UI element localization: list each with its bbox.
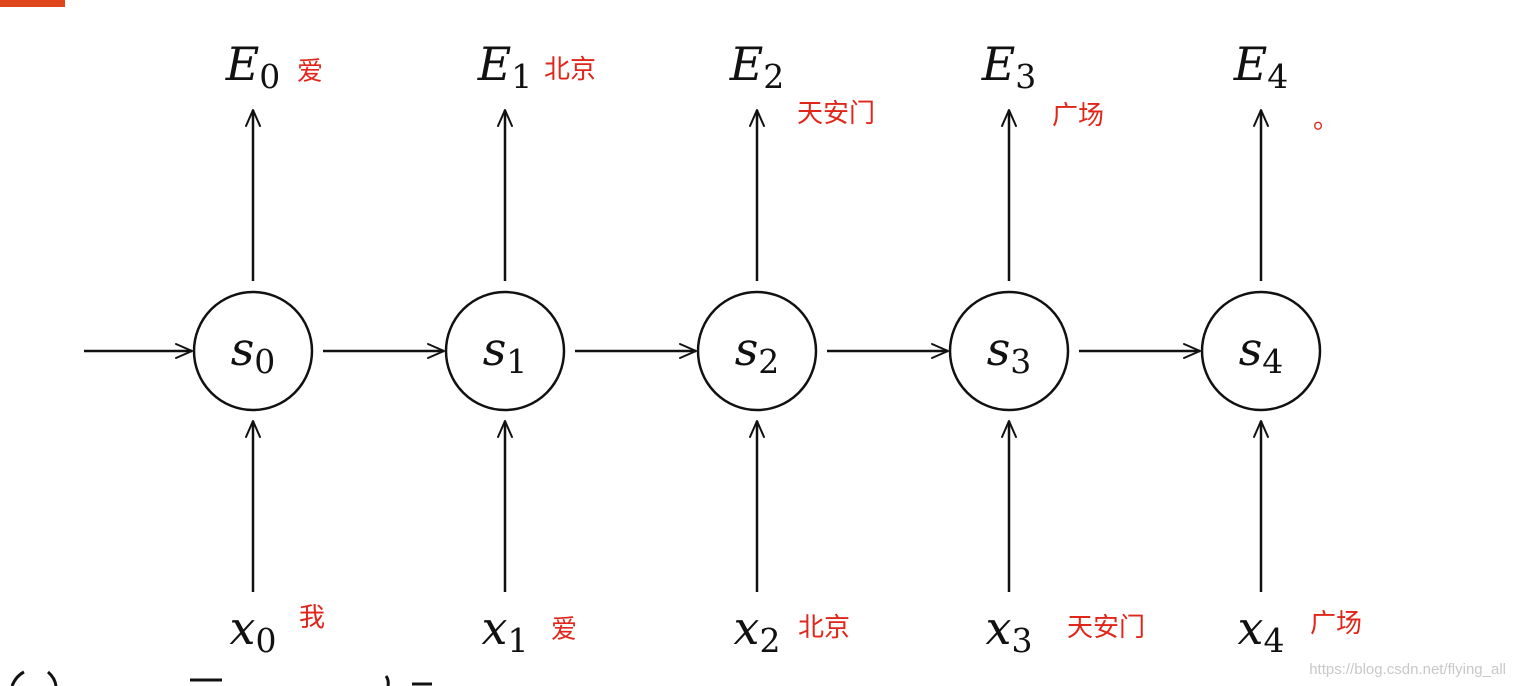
input-annotation-1: 爱 xyxy=(551,615,577,645)
output-annotation-1: 北京 xyxy=(544,55,596,85)
state-label-0-letter: s xyxy=(231,322,255,376)
accent-bar xyxy=(0,0,65,7)
output-annotation-2: 天安门 xyxy=(797,99,875,129)
input-label-0-letter: x xyxy=(230,601,256,655)
state-label-3: s3 xyxy=(987,322,1032,381)
state-node-2 xyxy=(696,290,818,412)
state-label-1-letter: s xyxy=(483,322,507,376)
state-label-2-subscript: 2 xyxy=(758,342,779,381)
state-label-2-letter: s xyxy=(735,322,759,376)
state-label-3-letter: s xyxy=(987,322,1011,376)
input-label-0: x0 xyxy=(230,601,277,660)
state-label-3-subscript: 3 xyxy=(1010,342,1031,381)
input-annotation-4: 广场 xyxy=(1310,609,1362,639)
watermark-text: https://blog.csdn.net/flying_all xyxy=(1309,661,1506,678)
input-label-2-letter: x xyxy=(734,601,760,655)
input-label-4-subscript: 4 xyxy=(1263,621,1284,660)
input-label-1-letter: x xyxy=(482,601,508,655)
input-label-1-subscript: 1 xyxy=(507,621,528,660)
output-label-4-subscript: 4 xyxy=(1267,57,1288,96)
output-label-2: E2 xyxy=(729,37,785,96)
state-label-0: s0 xyxy=(231,322,276,381)
state-label-1-subscript: 1 xyxy=(506,342,527,381)
state-label-1: s1 xyxy=(483,322,528,381)
state-label-4-subscript: 4 xyxy=(1262,342,1283,381)
state-node-3 xyxy=(948,290,1070,412)
input-label-0-subscript: 0 xyxy=(255,621,276,660)
input-label-1: x1 xyxy=(482,601,529,660)
state-node-4 xyxy=(1200,290,1322,412)
cropped-caption-fragment xyxy=(10,670,432,686)
state-label-4: s4 xyxy=(1239,322,1284,381)
input-label-4: x4 xyxy=(1238,601,1285,660)
input-label-3-subscript: 3 xyxy=(1011,621,1032,660)
output-label-3-letter: E xyxy=(981,37,1016,91)
input-annotation-3: 天安门 xyxy=(1067,613,1145,643)
output-annotation-4: 。 xyxy=(1313,105,1339,135)
output-label-4-letter: E xyxy=(1233,37,1268,91)
output-label-2-letter: E xyxy=(729,37,764,91)
state-node-1 xyxy=(444,290,566,412)
output-label-3-subscript: 3 xyxy=(1015,57,1036,96)
output-label-0: E0 xyxy=(225,37,281,96)
input-label-2: x2 xyxy=(734,601,781,660)
state-label-2: s2 xyxy=(735,322,780,381)
state-label-0-subscript: 0 xyxy=(254,342,275,381)
input-annotation-2: 北京 xyxy=(798,613,850,643)
output-label-1-subscript: 1 xyxy=(511,57,532,96)
output-label-0-subscript: 0 xyxy=(259,57,280,96)
output-label-0-letter: E xyxy=(225,37,260,91)
state-node-0 xyxy=(192,290,314,412)
input-label-3-letter: x xyxy=(986,601,1012,655)
output-label-1: E1 xyxy=(477,37,533,96)
output-label-4: E4 xyxy=(1233,37,1289,96)
output-annotation-0: 爱 xyxy=(297,57,323,87)
output-label-2-subscript: 2 xyxy=(763,57,784,96)
input-annotation-0: 我 xyxy=(299,603,325,633)
input-label-4-letter: x xyxy=(1238,601,1264,655)
input-label-2-subscript: 2 xyxy=(759,621,780,660)
output-label-3: E3 xyxy=(981,37,1037,96)
output-annotation-3: 广场 xyxy=(1052,101,1104,131)
input-label-3: x3 xyxy=(986,601,1033,660)
state-label-4-letter: s xyxy=(1239,322,1263,376)
output-label-1-letter: E xyxy=(477,37,512,91)
